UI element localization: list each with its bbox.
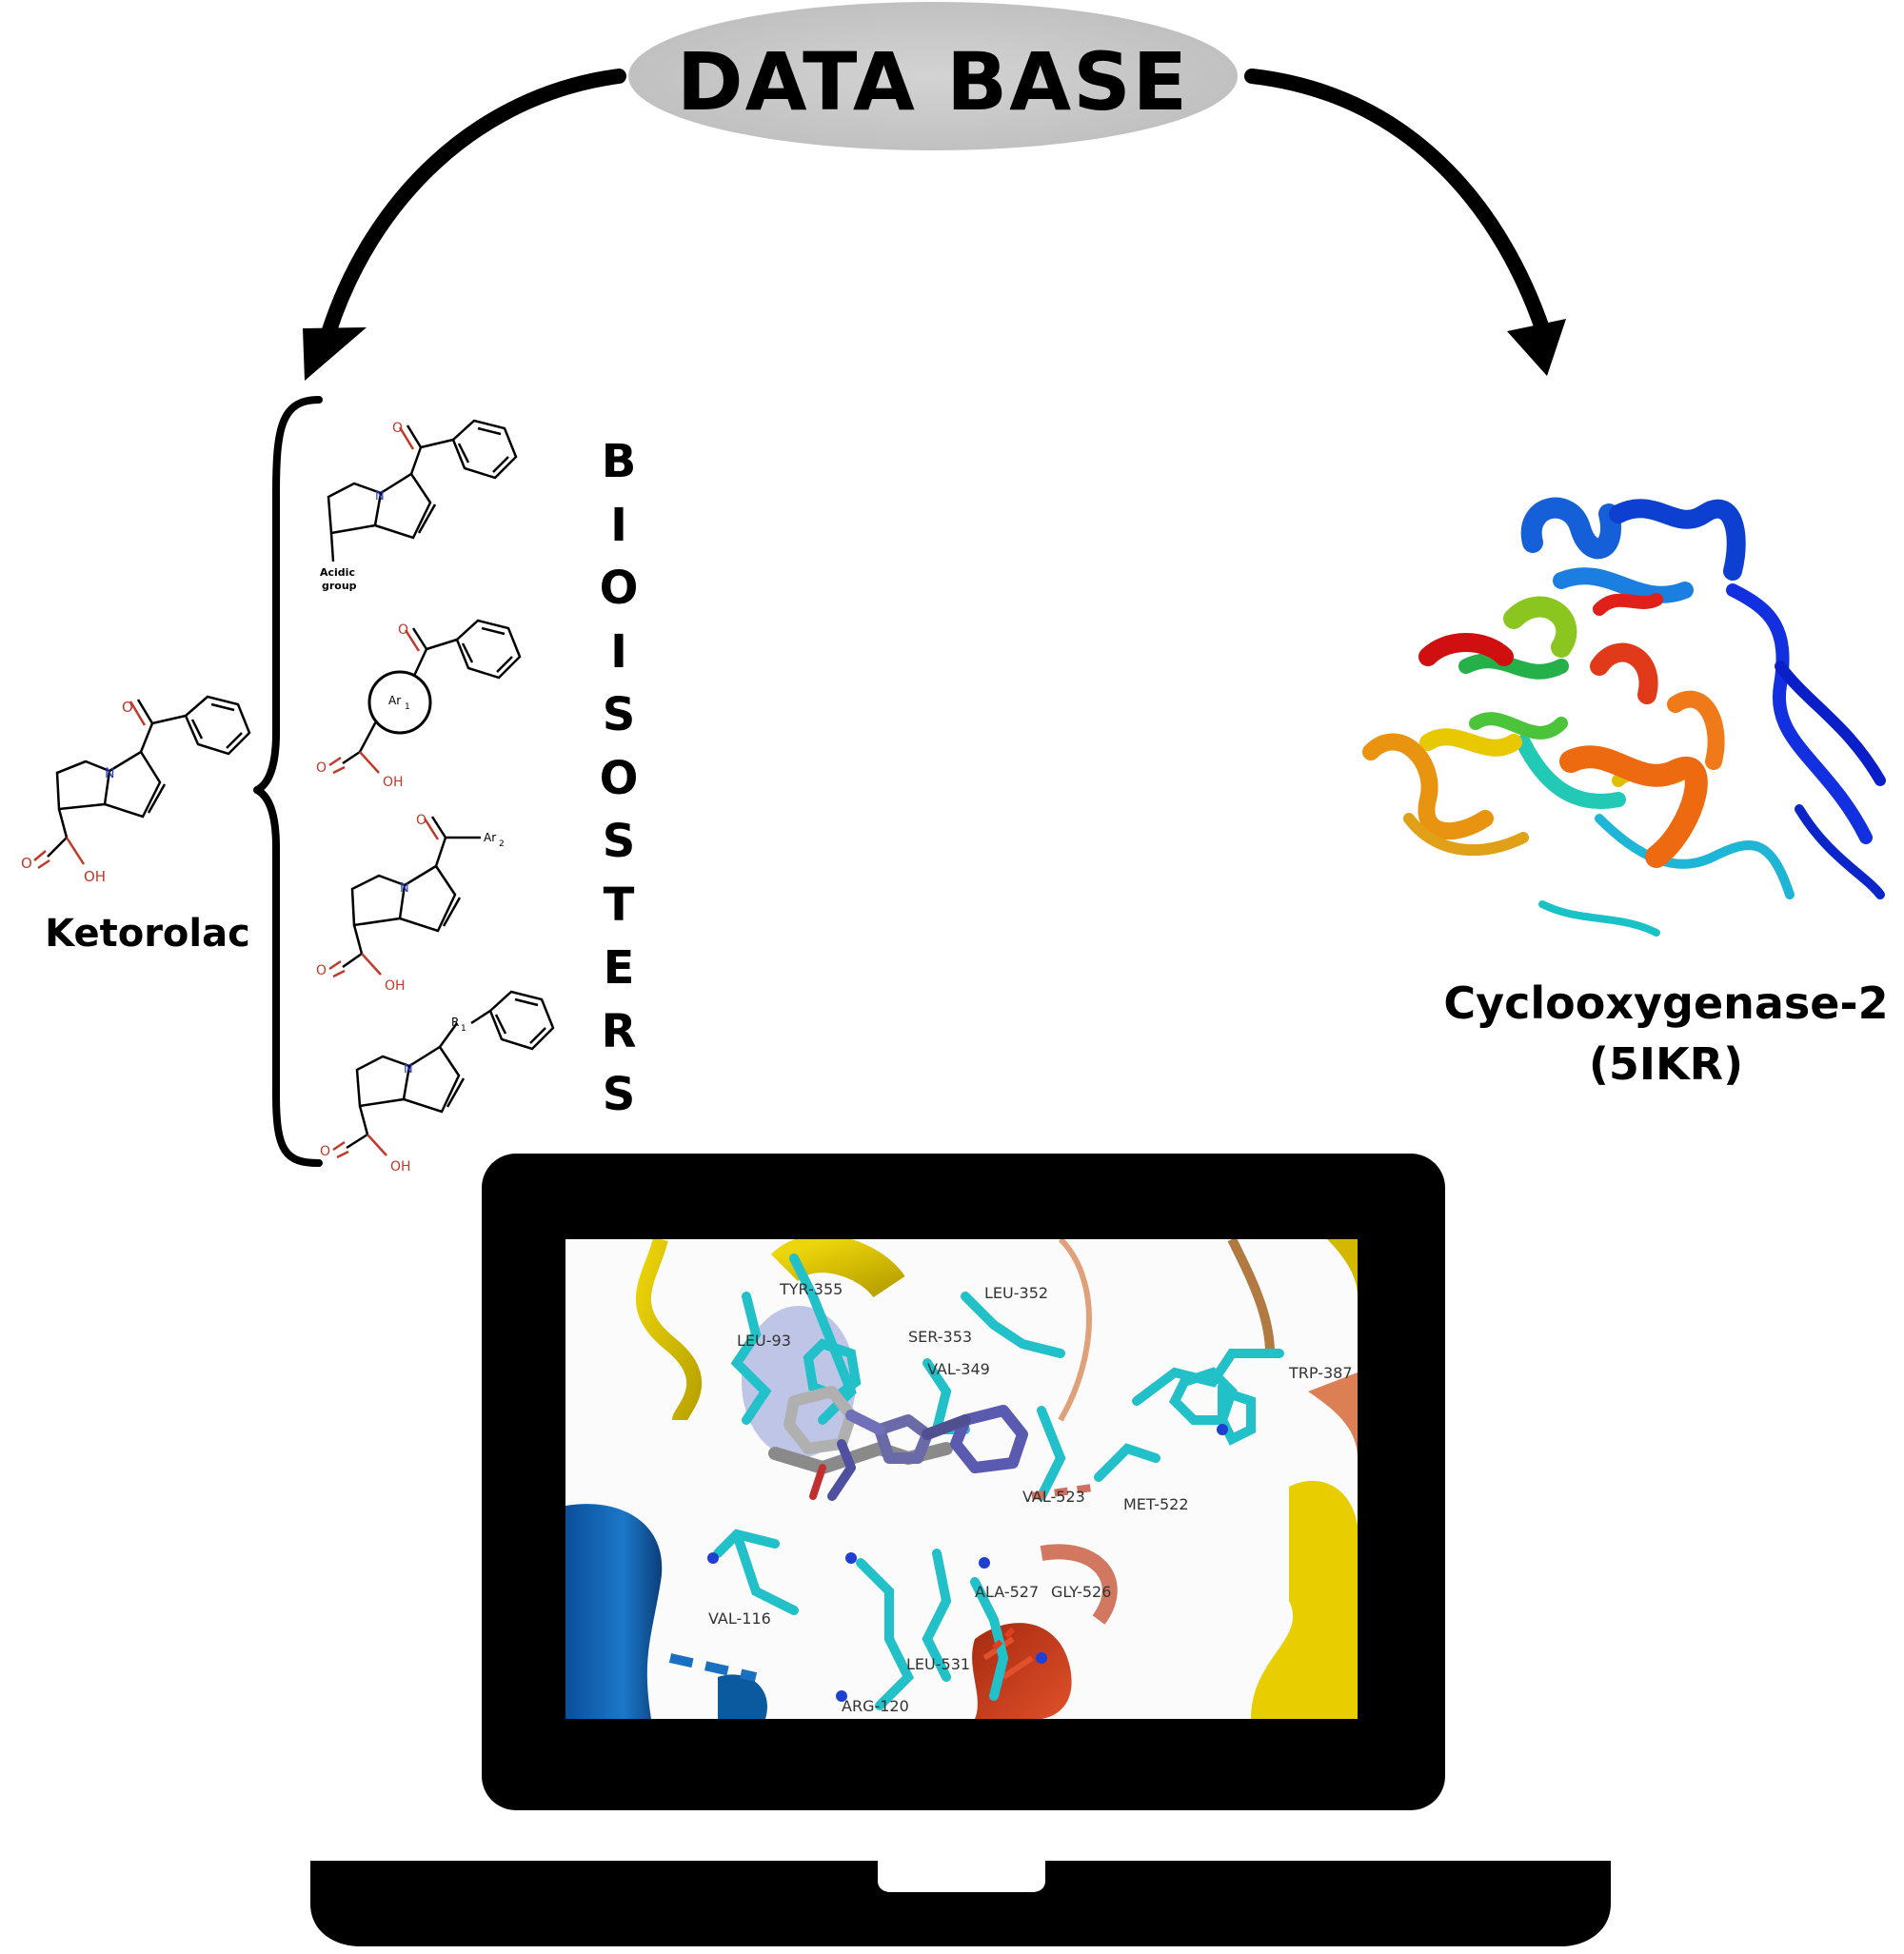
bio4-r-sub: 1 <box>461 1024 466 1034</box>
bioisostere-4-structure <box>332 990 555 1159</box>
bio2-acid-oh: OH <box>383 775 404 790</box>
bioisosteres-letter-7: S <box>602 815 636 868</box>
residue-label-9: ALA-527 <box>975 1583 1039 1601</box>
docking-view: TYR-355 LEU-352 LEU-93 SER-353 VAL-349 T… <box>565 1239 1358 1719</box>
bio2-ar-sub: 1 <box>405 702 410 712</box>
residue-label-5: VAL-349 <box>927 1360 990 1378</box>
residue-label-11: VAL-116 <box>708 1609 771 1628</box>
bio4-acid-oh: OH <box>390 1159 411 1174</box>
laptop-base <box>310 1861 1611 1946</box>
bioisosteres-letter-10: R <box>601 1004 637 1058</box>
bio1-acidic-line2: group <box>322 580 357 592</box>
cox2-name: Cyclooxygenase-2 <box>1443 977 1889 1029</box>
bio4-n-label: N <box>404 1062 413 1076</box>
bio3-ar-sub: 2 <box>499 839 505 849</box>
bio4-r-label: R <box>451 1016 459 1029</box>
database-ellipse <box>628 2 1238 150</box>
bio4-acid-o: O <box>320 1144 330 1159</box>
residue-label-6: TRP-387 <box>1288 1364 1353 1382</box>
ketorolac-structure <box>33 695 251 870</box>
bioisosteres-letter-2: I <box>610 498 627 552</box>
arrow-to-protein-head <box>1507 319 1566 376</box>
residue-label-1: TYR-355 <box>779 1280 843 1298</box>
bioisostere-1-structure <box>327 419 518 563</box>
residue-label-2: LEU-352 <box>984 1284 1048 1302</box>
bioisosteres-letter-11: S <box>602 1068 636 1121</box>
arrow-to-ligands-head <box>303 327 367 381</box>
cox2-pdb-id: (5IKR) <box>1588 1038 1744 1090</box>
database-title: DATA BASE <box>676 35 1190 128</box>
bioisostere-3-structure <box>328 816 481 978</box>
residue-label-8: MET-522 <box>1123 1495 1189 1513</box>
bioisosteres-letter-5: S <box>602 688 636 741</box>
ketorolac-n-label: N <box>105 766 114 781</box>
bioisostere-brace <box>253 396 323 1167</box>
bioisosteres-letter-1: B <box>601 435 637 488</box>
ketorolac-acid-o: O <box>21 855 32 872</box>
residue-label-4: SER-353 <box>908 1328 972 1346</box>
residue-label-7: VAL-523 <box>1022 1488 1085 1506</box>
bioisostere-2-structure <box>328 619 522 775</box>
bioisosteres-letter-3: O <box>599 562 639 615</box>
bio2-o-label: O <box>398 622 408 638</box>
bioisosteres-letter-4: I <box>610 624 627 679</box>
bio1-acidic-line1: Acidic <box>320 566 355 579</box>
cox2-protein-ribbon <box>1362 497 1886 937</box>
bio3-o-label: O <box>416 813 426 828</box>
bio2-ar-label: Ar <box>388 694 401 707</box>
residue-label-13: ARG-120 <box>842 1697 909 1715</box>
laptop-trackpad-notch <box>878 1861 1045 1892</box>
bio1-n-label: N <box>375 489 385 503</box>
residue-label-3: LEU-93 <box>737 1332 791 1350</box>
ketorolac-acid-oh: OH <box>84 868 106 885</box>
bio3-acid-o: O <box>316 963 327 978</box>
bioisosteres-letter-9: E <box>603 941 635 995</box>
bioisosteres-letter-6: O <box>599 751 639 805</box>
bio3-acid-oh: OH <box>385 978 406 994</box>
residue-label-12: LEU-531 <box>906 1655 970 1673</box>
ketorolac-label: Ketorolac <box>45 912 250 956</box>
bioisosteres-letter-8: T <box>603 878 635 932</box>
arrow-to-protein <box>1244 69 1550 336</box>
bio3-ar-label: Ar <box>484 831 496 844</box>
arrow-to-ligands <box>321 69 626 341</box>
cox2-label: Cyclooxygenase-2 (5IKR) <box>1428 973 1904 1095</box>
residue-label-10: GLY-526 <box>1051 1583 1111 1601</box>
ketorolac-carbonyl-o: O <box>122 699 133 716</box>
bio1-o-label: O <box>392 421 403 436</box>
bio2-acid-o: O <box>316 760 327 776</box>
bio3-n-label: N <box>400 881 409 896</box>
